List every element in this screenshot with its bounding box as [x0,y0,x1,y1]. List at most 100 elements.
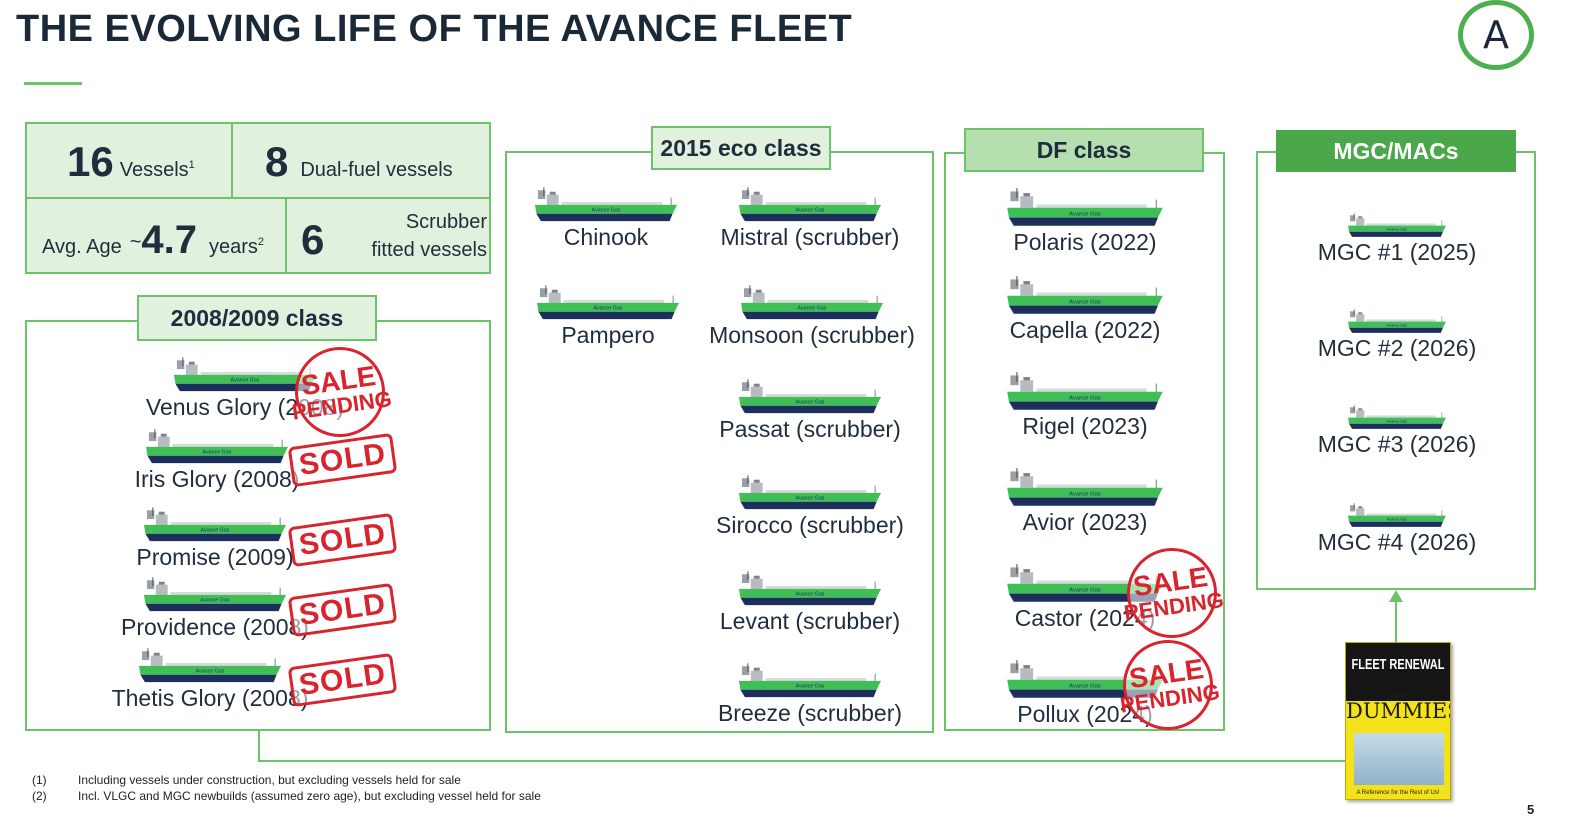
vessel-item: Avance Gas Passat (scrubber) [680,372,940,443]
scrubber-label: Scrubber fitted vessels [357,208,487,264]
vessel-item: Avance Gas MGC #4 (2026) [1267,498,1527,556]
ship-livery-text: Avance Gas [1069,587,1101,593]
label-2015-eco-class: 2015 eco class [651,126,831,170]
logo-letter: A [1483,13,1509,57]
lpg-carrier-ship-icon: Avance Gas [173,357,317,392]
vessel-item: Avance Gas Breeze (scrubber) [680,656,940,727]
avance-logo: A [1458,0,1534,70]
vessels-count: 16 [67,138,114,185]
book-dummies: DUMMIES [1346,699,1451,723]
ship-livery-text: Avance Gas [203,450,232,456]
vessel-item: Avance Gas Monsoon (scrubber) [682,278,942,349]
book-ship-photo [1354,733,1444,785]
lpg-carrier-ship-icon: Avance Gas [1007,372,1163,410]
vessel-name: Passat (scrubber) [719,416,901,442]
lpg-carrier-ship-icon: Avance Gas [143,577,287,612]
stat-avg-age: Avg. Age ~ 4.7 years 2 [42,214,264,266]
ship-livery-text: Avance Gas [1069,395,1101,401]
fleet-renewal-book-image: FLEET RENEWAL FOR DUMMIES A Reference fo… [1345,642,1451,800]
ship-livery-text: Avance Gas [594,306,623,312]
vessel-name: Thetis Glory (2008) [111,685,309,711]
vessel-item: Avance Gas Rigel (2023) [955,364,1215,440]
vessel-name: Capella (2022) [1009,317,1161,343]
vessel-item: Avance Gas Capella (2022) [955,268,1215,344]
footnote-ref: 1 [188,159,195,171]
stat-vessels: 16 Vessels 1 [67,136,195,188]
footnote-number: (1) [32,773,47,787]
lpg-carrier-ship-icon: Avance Gas [738,571,882,606]
vessel-item: Avance Gas MGC #1 (2025) [1267,208,1527,266]
label-df-class: DF class [964,128,1204,172]
stats-divider [27,197,489,199]
vessel-name: MGC #4 (2026) [1317,529,1477,555]
vessel-item: Avance Gas MGC #3 (2026) [1267,400,1527,458]
book-title: FLEET RENEWAL [1351,657,1445,673]
ship-livery-text: Avance Gas [592,208,621,214]
ship-livery-text: Avance Gas [1069,683,1101,689]
stats-divider [231,124,233,198]
vessel-name: Pampero [561,322,655,348]
ship-livery-text: Avance Gas [231,378,260,384]
vessel-item: Avance Gas Avior (2023) [955,460,1215,536]
vessel-name: Promise (2009) [136,544,294,570]
vessel-item: Avance Gas MGC #2 (2026) [1267,304,1527,362]
vessel-name: Levant (scrubber) [719,608,901,634]
footnote: (2)Incl. VLGC and MGC newbuilds (assumed… [32,789,541,803]
vessel-item: Avance Gas Thetis Glory (2008) [80,641,340,712]
arrow-up-icon [1389,590,1403,602]
ship-livery-text: Avance Gas [201,528,230,534]
lpg-carrier-ship-icon: Avance Gas [1007,188,1163,226]
vessel-item: Avance Gas Mistral (scrubber) [680,180,940,251]
lpg-carrier-ship-icon: Avance Gas [1348,503,1446,527]
lpg-carrier-ship-icon: Avance Gas [536,285,680,320]
ship-livery-text: Avance Gas [1069,299,1101,305]
vessel-name: Breeze (scrubber) [717,700,903,726]
vessel-name: Polaris (2022) [1013,229,1157,255]
lpg-carrier-ship-icon: Avance Gas [138,648,282,683]
vessel-name: MGC #3 (2026) [1317,431,1477,457]
lpg-carrier-ship-icon: Avance Gas [738,475,882,510]
scrubber-count: 6 [301,216,325,263]
fleet-stats-grid: 16 Vessels 1 8 Dual-fuel vessels Avg. Ag… [25,122,491,274]
footnote: (1)Including vessels under construction,… [32,773,541,787]
label-2008-class: 2008/2009 class [137,295,377,341]
ship-livery-text: Avance Gas [1387,227,1407,231]
vessel-name: Monsoon (scrubber) [709,322,915,348]
scrubber-label-line: Scrubber [405,211,487,233]
footnote-text: Incl. VLGC and MGC newbuilds (assumed ze… [78,789,541,803]
lpg-carrier-ship-icon: Avance Gas [143,507,287,542]
footnotes: (1)Including vessels under construction,… [32,773,541,805]
lpg-carrier-ship-icon: Avance Gas [738,379,882,414]
vessel-name: Chinook [563,224,649,250]
title-underline [24,82,82,85]
vessels-label: Vessels [119,158,189,181]
lpg-carrier-ship-icon: Avance Gas [1007,468,1163,506]
page-number: 5 [1527,802,1535,817]
vessel-name: MGC #2 (2026) [1317,335,1477,361]
dual-fuel-count: 8 [265,138,289,185]
vessel-item: Avance Gas Providence (2008) [85,570,345,641]
book-band [1346,643,1450,701]
label-mgc-macs: MGC/MACs [1276,130,1516,172]
vessel-item: Avance Gas Chinook [476,180,736,251]
vessel-item: Avance Gas Promise (2009) [85,500,345,571]
scrubber-label-line: fitted vessels [371,239,487,261]
vessel-name: Avior (2023) [1022,509,1148,535]
vessel-name: Rigel (2023) [1022,413,1148,439]
vessel-name: Mistral (scrubber) [720,224,900,250]
connector-line [258,760,1348,762]
ship-livery-text: Avance Gas [796,592,825,598]
lpg-carrier-ship-icon: Avance Gas [145,429,289,464]
lpg-carrier-ship-icon: Avance Gas [740,285,884,320]
avg-age-value: 4.7 [141,217,197,262]
vessel-item: Avance Gas Sirocco (scrubber) [680,468,940,539]
connector-line [258,731,260,762]
book-for: FOR [1390,693,1406,700]
ship-livery-text: Avance Gas [798,306,827,312]
avg-age-prefix: ~ [129,230,142,253]
avg-age-label: Avg. Age [42,235,122,258]
footnote-ref: 2 [257,236,265,248]
ship-livery-text: Avance Gas [1387,419,1407,423]
ship-livery-text: Avance Gas [1069,211,1101,217]
stat-scrubber: 6 [301,214,324,266]
